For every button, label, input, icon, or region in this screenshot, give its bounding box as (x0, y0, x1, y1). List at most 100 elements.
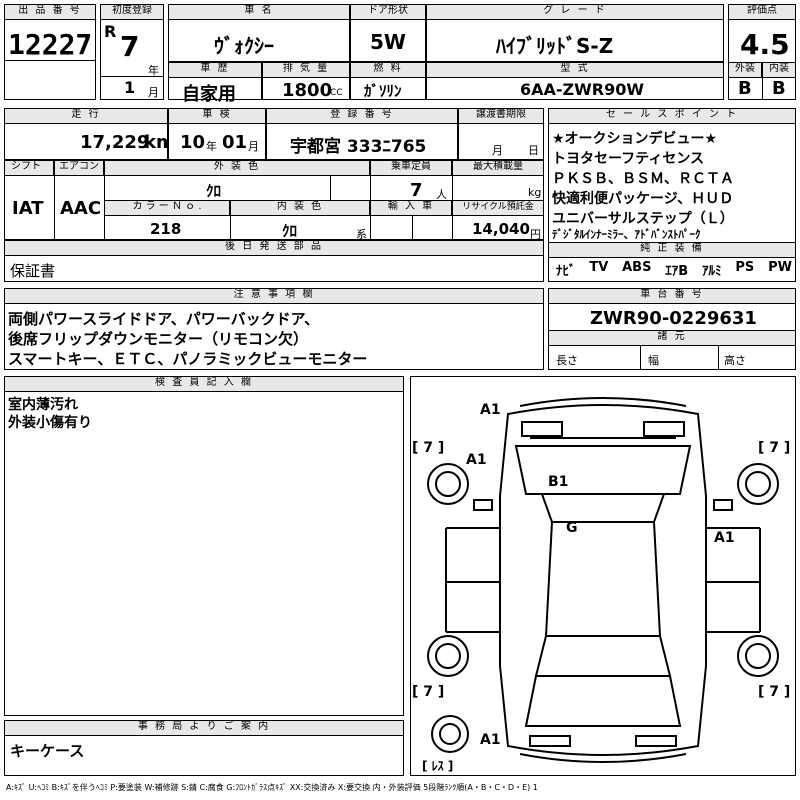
lot-box (4, 4, 96, 100)
damage-mark: G (566, 520, 578, 536)
dim-height: 高さ (724, 354, 746, 367)
registration-box (100, 4, 164, 100)
equipment-list: ﾅﾋﾞ TV ABS ｴｱB ｱﾙﾐ PS PW (556, 260, 792, 279)
inspection-label: 車 検 (168, 108, 266, 124)
later-parts: 保証書 (10, 262, 56, 280)
history-label: 車 歴 (168, 62, 262, 78)
color-label: 外 装 色 (104, 160, 370, 176)
name-label: 車 名 (168, 4, 350, 20)
sales-line: 快適利便パッケージ、ＨＵＤ (552, 191, 734, 207)
registration-month-unit: 月 (148, 86, 159, 99)
load-label: 最大積載量 (452, 160, 544, 176)
dims-label: 諸 元 (548, 330, 796, 346)
color: ｸﾛ (206, 182, 222, 200)
tire-tread: [ 7 ] (412, 440, 444, 456)
mileage: 17,229 (80, 132, 150, 153)
ext-grade: B (738, 78, 752, 99)
int-grade: B (772, 78, 786, 99)
int-grade-label: 内装 (762, 62, 796, 78)
score-label: 評価点 (728, 4, 796, 20)
lot-number: 12227 (8, 28, 93, 61)
equipment-item: ｱﾙﾐ (702, 264, 722, 279)
office-note: キーケース (10, 742, 85, 760)
capacity-unit: 人 (436, 188, 447, 201)
registration-era: R (104, 22, 117, 41)
capacity: 7 (410, 180, 423, 201)
transfer-label: 譲渡書期限 (458, 108, 544, 124)
equipment-item: ABS (622, 260, 652, 275)
recycle-label: リサイクル預託金 (452, 200, 544, 216)
displacement-unit: CC (330, 88, 343, 98)
registration-label: 初度登録 (100, 4, 164, 20)
shift: IAT (12, 198, 44, 219)
equipment-label: 純 正 装 備 (548, 242, 796, 258)
equipment-item: TV (589, 260, 609, 275)
air-conditioner: AAC (60, 198, 102, 219)
ac-label: エアコン (54, 160, 104, 176)
sales-line: ★オークションデビュー★ (552, 131, 718, 147)
registration-month: 1 (124, 78, 136, 97)
grade: ﾊｲﾌﾞﾘｯﾄﾞS-Z (496, 34, 614, 58)
inspection-month: 01 (222, 132, 248, 153)
displacement: 1800 (282, 80, 333, 101)
shift-label: シフト (4, 160, 54, 176)
load-unit: kg (528, 186, 542, 199)
recycle-fee: 14,040 (472, 220, 530, 238)
damage-mark: A1 (480, 402, 501, 418)
mileage-unit: km (144, 132, 175, 153)
capacity-label: 乗車定員 (370, 160, 452, 176)
later-parts-label: 後 日 発 送 部 品 (4, 240, 544, 256)
registration-year: 7 (120, 30, 140, 63)
inspector-label: 検 査 員 記 入 欄 (4, 376, 404, 392)
registration-year-unit: 年 (148, 64, 159, 77)
score: 4.5 (740, 28, 790, 61)
damage-mark: B1 (548, 474, 568, 490)
car-diagram-box (410, 376, 796, 776)
spare-tire: [ ﾚｽ ] (422, 759, 453, 773)
damage-mark: A1 (466, 452, 487, 468)
car-name: ｳﾞｫｸｼｰ (214, 34, 274, 58)
equipment-item: ｴｱB (665, 264, 689, 279)
grade-label: グ レ ー ド (426, 4, 724, 20)
sales-line: ユニバーサルステップ（Ｌ） (552, 211, 734, 227)
legend: A:ｷｽﾞ U:ﾍｺﾐ B:ｷｽﾞを伴うﾍｺﾐ P:要塗装 W:補修跡 S:錆 … (6, 783, 538, 792)
inspector-line: 室内薄汚れ (8, 397, 78, 413)
interior-color: ｸﾛ (282, 222, 298, 240)
lot-label: 出 品 番 号 (4, 4, 96, 20)
equipment-item: PS (735, 260, 755, 275)
inspector-box (4, 376, 404, 716)
interior-color-unit: 系 (356, 228, 367, 241)
displacement-label: 排 気 量 (262, 62, 350, 78)
sales-line: ＰＫＳＢ、ＢＳＭ、ＲＣＴＡ (552, 171, 734, 187)
fuel: ｶﾞｿﾘﾝ (364, 82, 402, 100)
damage-mark: A1 (714, 530, 735, 546)
colorno-label: カ ラ ー Ｎ ｏ . (104, 200, 230, 216)
ext-grade-label: 外装 (728, 62, 762, 78)
chassis-label: 車 台 番 号 (548, 288, 796, 304)
equipment-item: ﾅﾋﾞ (556, 264, 576, 279)
plate-label: 登 録 番 号 (266, 108, 458, 124)
door-type: 5W (370, 30, 406, 54)
sales-line: ﾃﾞｼﾞﾀﾙｲﾝﾅｰﾐﾗｰ、ｱﾄﾞﾊﾞﾝｽﾄﾊﾟｰｸ (552, 228, 701, 241)
dim-width: 幅 (648, 354, 659, 367)
history: 自家用 (182, 84, 236, 105)
model-code: 6AA-ZWR90W (520, 80, 645, 99)
model-label: 型 式 (426, 62, 724, 78)
transfer-month-unit: 月 (492, 144, 503, 157)
mileage-label: 走 行 (4, 108, 168, 124)
sales-line: トヨタセーフティセンス (552, 151, 705, 167)
chassis-number: ZWR90-0229631 (590, 308, 757, 329)
notes-label: 注 意 事 項 欄 (4, 288, 544, 304)
car-diagram: A1 A1 B1 G A1 A1 [ 7 ] [ 7 ] [ 7 ] [ 7 ]… (412, 397, 790, 773)
inspection-year: 10 (180, 132, 206, 153)
office-label: 事 務 局 よ り ご 案 内 (4, 720, 404, 736)
tire-tread: [ 7 ] (758, 440, 790, 456)
notes-line: スマートキー、ＥＴＣ、パノラミックビューモニター (8, 350, 368, 368)
inspector-line: 外装小傷有り (8, 415, 92, 431)
import-label: 輸 入 車 (370, 200, 452, 216)
notes-line: 両側パワースライドドア、パワーバックドア、 (8, 310, 320, 328)
notes-line: 後席フリップダウンモニター（リモコン欠） (8, 330, 309, 348)
fuel-label: 燃 料 (350, 62, 426, 78)
equipment-item: PW (768, 260, 792, 275)
sales-label: セ ー ル ス ポ イ ン ト (548, 108, 796, 124)
